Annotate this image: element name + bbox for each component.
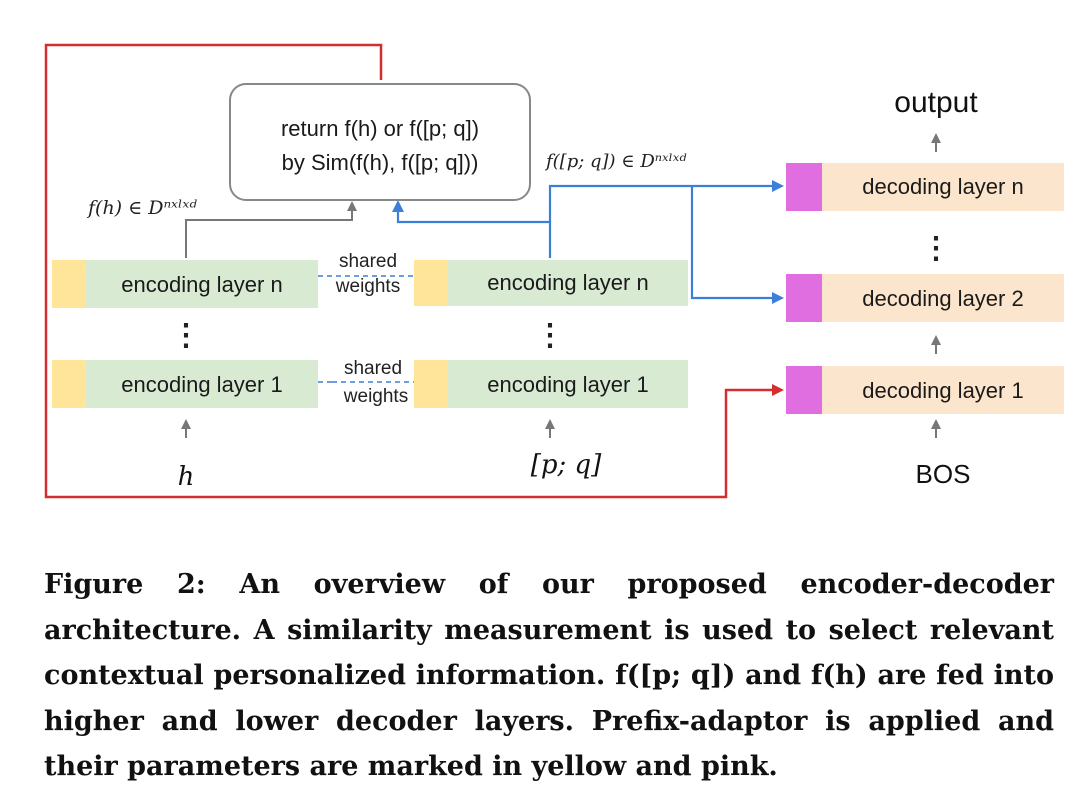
decoder-bottom-label: decoding layer 1 [862,378,1023,403]
output-label: output [894,86,978,119]
shared-weights-bottom-bg [332,355,414,407]
decoder-middle-label: decoding layer 2 [862,286,1023,311]
encoder-right-top-box [448,260,688,306]
prefix-yellow-right-bottom [414,360,448,408]
encoder-left-ellipsis: ⋮ [171,319,201,352]
decoder-ellipsis: ⋮ [921,232,951,265]
shared-weights-bottom-line1: shared [344,358,402,379]
select-box-line2: by Sim(f(h), f([p; q])) [282,150,479,175]
prefix-pink-bottom [786,366,822,414]
pq-input-label: [p; q] [531,450,602,480]
fpq-trunk [548,180,784,222]
decoder-top-box [822,163,1064,211]
encoder-left-bottom-box [86,360,318,408]
encoder-right-bottom-box [448,360,688,408]
prefix-pink-top [786,163,822,211]
prefix-yellow-right-top [414,260,448,306]
shared-weights-top-line1: shared [339,251,397,272]
shared-weights-top-bg [327,248,409,298]
bos-label: BOS [916,459,971,489]
red-skip-path [44,43,784,499]
architecture-diagram: return f(h) or f([p; q]) by Sim(f(h), f(… [44,43,1064,499]
encoder-left-top-label: encoding layer n [121,272,282,297]
shared-weights-bottom-line2: weights [343,386,408,407]
decoder-middle-box [822,274,1064,322]
fh-space-label: f(h) ∈ Dⁿˣˡˣᵈ [86,197,197,219]
shared-weights-top-line2: weights [335,276,400,297]
similarity-select-box [229,83,531,201]
encoder-left-bottom-label: encoding layer 1 [121,372,282,397]
encoder-right-top-label: encoding layer n [487,270,648,295]
h-input-label: h [178,462,195,492]
fpq-to-decoder2-arrow [690,186,784,304]
prefix-yellow-left-top [52,260,86,308]
fpq-space-label: f([p; q]) ∈ Dⁿˣˡˣᵈ [544,151,687,172]
select-box-line1: return f(h) or f([p; q]) [281,116,479,141]
prefix-pink-middle [786,274,822,322]
decoder-top-label: decoding layer n [862,174,1023,199]
fh-arrow [185,201,357,258]
encoder-right-ellipsis: ⋮ [535,319,565,352]
figure-caption: Figure 2: An overview of our proposed en… [44,569,1054,782]
fpq-to-selectbox-arrow [392,200,552,258]
encoder-right-bottom-label: encoding layer 1 [487,372,648,397]
encoder-left-top-box [86,260,318,308]
prefix-yellow-left-bottom [52,360,86,408]
decoder-bottom-box [822,366,1064,414]
